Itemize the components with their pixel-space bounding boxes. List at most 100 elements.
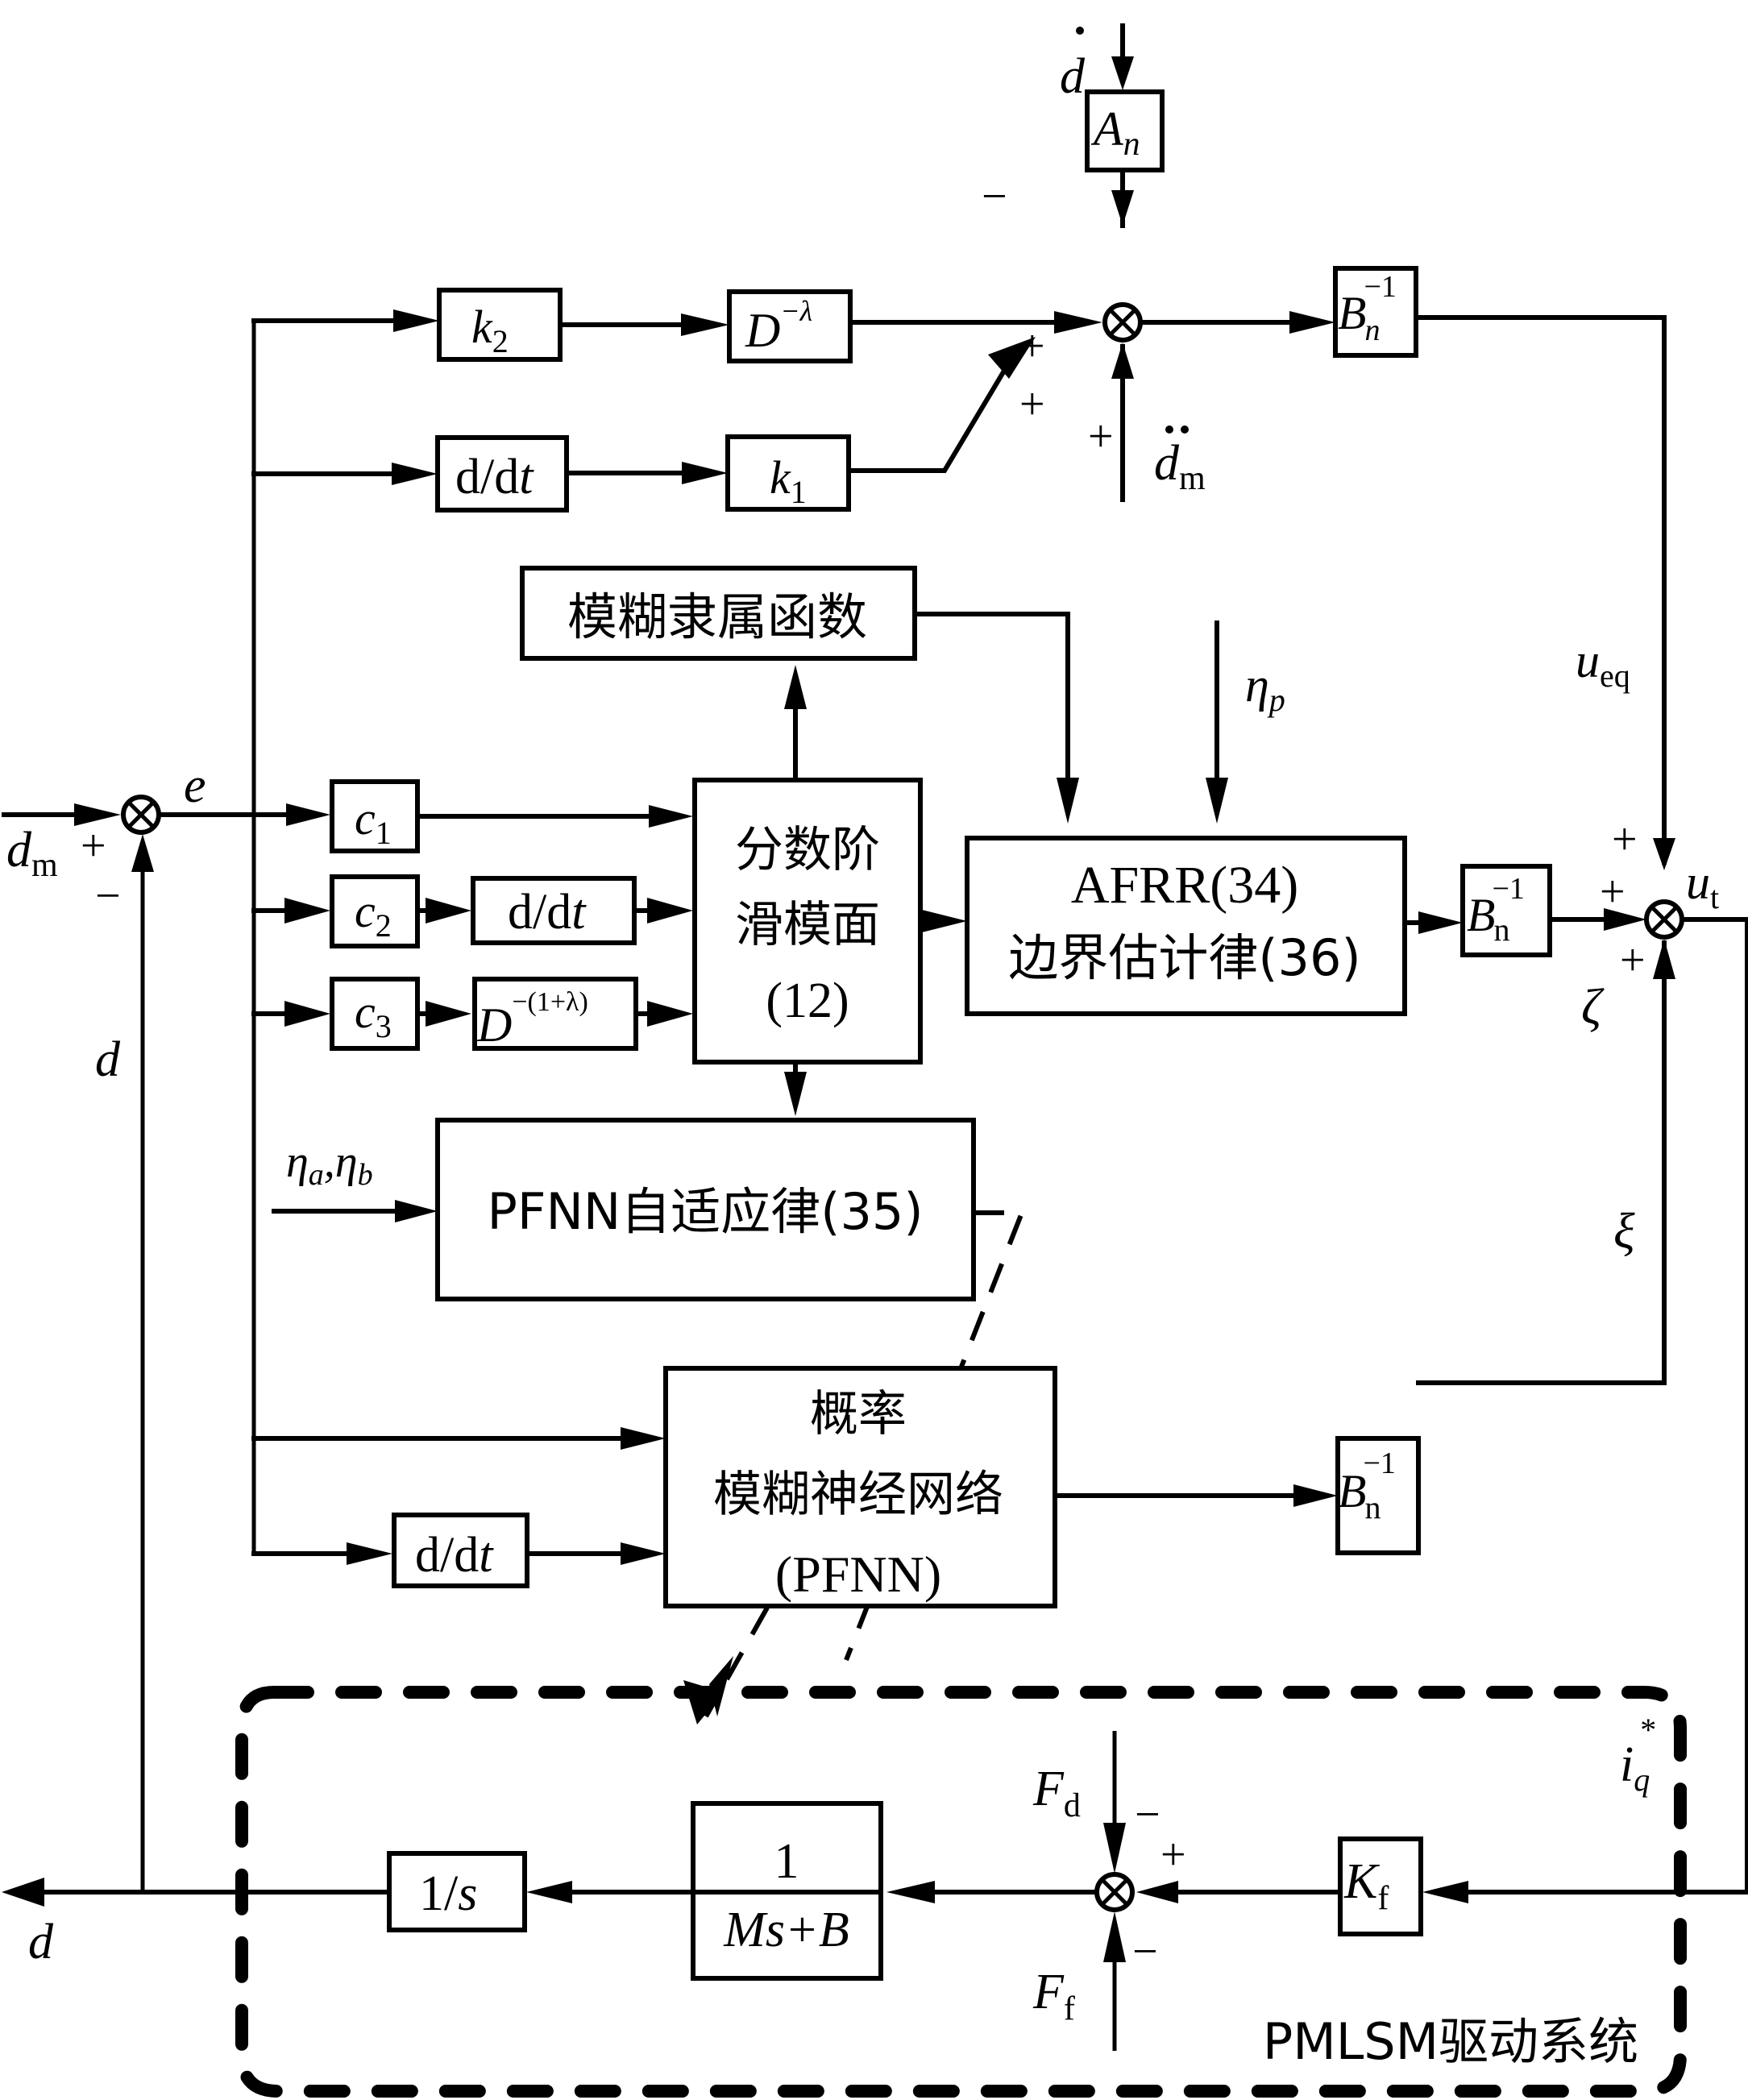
block-ddt-mid-label: d/dt: [508, 885, 587, 940]
arrow-fuzzy-to-afrr: [1057, 778, 1079, 824]
dot-accent-dm-1: [1165, 425, 1173, 434]
arrow-An-to-sum1: [1111, 190, 1134, 226]
arrow-fosmc-to-afrr: [922, 910, 967, 932]
block-d-neg-lambda-label: D−λ: [745, 295, 812, 357]
plant-denominator: Ms+B: [723, 1903, 849, 1957]
pfnn-line3: (PFNN): [775, 1546, 941, 1603]
arrow-dfrac-to-fosmc: [647, 1001, 693, 1027]
wire-xi: [1416, 940, 1667, 1385]
arrow-ueq-to-sum2: [1653, 838, 1675, 870]
signal-eta-ab: ηa,ηb: [286, 1137, 373, 1192]
block-integrator: [387, 1851, 527, 1932]
block-d-frac-label: D−(1+λ): [476, 987, 588, 1052]
arrow-to-k2: [393, 309, 439, 332]
arrow-Ff: [1103, 1911, 1126, 1962]
arrow-to-integrator: [526, 1881, 572, 1903]
signal-xi: ξ: [1613, 1204, 1635, 1259]
signal-Fd: Fd: [1032, 1762, 1081, 1824]
fo-sliding-surface-line3: (12): [766, 973, 849, 1028]
arrow-c3-to-dfrac: [426, 1001, 471, 1027]
dot-accent-dm-2: [1181, 425, 1189, 434]
sum-junction-force: [1094, 1872, 1135, 1912]
arrow-c2-to-ddt: [426, 898, 471, 923]
arrow-to-sum1-left: [1054, 311, 1102, 334]
signal-ut: ut: [1686, 856, 1719, 915]
block-ddt-bottom: [392, 1513, 529, 1588]
arrow-Kf-to-sum3: [1136, 1881, 1178, 1903]
block-pfnn-adaptive-law: [435, 1118, 976, 1301]
arrow-to-An: [1111, 56, 1134, 90]
sign-minus-feedback: −: [95, 871, 121, 921]
arrow-to-fuzzy: [784, 665, 807, 709]
arrow-pfnn-to-Bn: [1293, 1484, 1338, 1507]
sum-junction-ut: [1644, 899, 1684, 940]
wire-k1-to-sum1: [846, 355, 1015, 473]
block-Kf: [1338, 1836, 1423, 1936]
signal-e: e: [184, 758, 206, 813]
sign-plus-dm: +: [1088, 412, 1114, 462]
arrow-to-Dlambda: [681, 313, 729, 336]
sign-minus-Fd: −: [1135, 1790, 1160, 1840]
sign-plus-xi: +: [1620, 936, 1646, 986]
arrow-ddt-to-fosmc: [647, 898, 693, 923]
wire-ueq: [1414, 315, 1667, 865]
block-afrr: [965, 836, 1407, 1016]
block-ddt-top-label: d/dt: [455, 450, 534, 504]
arrow-c1-to-fosmc: [649, 805, 693, 828]
arrow-Fd: [1103, 1823, 1126, 1874]
arrow-iq-to-Kf: [1422, 1881, 1468, 1903]
afrr-line1: AFRR(34): [1071, 856, 1298, 915]
signal-Ff: Ff: [1032, 1965, 1075, 2027]
arrow-fosmc-to-adapt: [784, 1072, 807, 1116]
sign-plus-afrr: +: [1600, 867, 1626, 917]
block-Kf-label: Kf: [1343, 1854, 1389, 1917]
arrow-to-Bn-top: [1289, 311, 1335, 334]
block-d-neg-lambda: [727, 289, 853, 363]
sign-plus-dm-input: +: [81, 821, 106, 871]
arrow-to-ddt-top: [392, 463, 438, 485]
block-An-label: An: [1090, 102, 1140, 163]
fuzzy-membership-label: 模糊隶属函数: [567, 587, 867, 646]
block-c2: [330, 874, 420, 948]
signal-zeta: ζ: [1581, 980, 1605, 1035]
block-Bn-mid-label: Bn−1: [1467, 872, 1525, 948]
signal-eta-p: ηp: [1245, 658, 1285, 718]
fo-sliding-surface-line1: 分数阶: [735, 822, 880, 878]
signal-d-dot: d: [1060, 49, 1086, 104]
wire-fuzzy-to-afrr: [912, 612, 1070, 792]
dot-accent-d: [1076, 27, 1084, 35]
arrow-to-k1: [682, 462, 728, 484]
arrow-ddt-to-pfnn: [621, 1542, 666, 1565]
signal-ueq: ueq: [1576, 634, 1630, 694]
block-k1: [725, 434, 851, 512]
block-k1-label: k1: [770, 451, 807, 510]
arrow-afrr-to-Bn: [1418, 911, 1463, 934]
block-d-frac: [472, 977, 638, 1051]
block-Bn-bottom: [1335, 1436, 1421, 1555]
arrow-to-sum1-diag: [988, 337, 1036, 379]
block-integrator-label: 1/s: [419, 1866, 477, 1921]
block-Bn-bottom-label: Bn−1: [1338, 1446, 1396, 1525]
arrow-dm-ddot: [1111, 342, 1134, 379]
plant-numerator: 1: [774, 1834, 799, 1889]
arrow-feedback-to-sum0: [131, 834, 154, 872]
sign-plus-Kf: +: [1160, 1830, 1186, 1880]
block-pfnn: [663, 1366, 1057, 1608]
arrow-to-pfnn-e: [621, 1427, 666, 1450]
sign-minus-Ff: −: [1132, 1927, 1158, 1977]
block-fuzzy-membership: [520, 566, 917, 661]
arrow-to-plant: [886, 1881, 935, 1903]
sum-junction-error: [121, 795, 161, 835]
arrow-to-c1: [286, 803, 330, 826]
pfnn-line1: 概率: [810, 1386, 907, 1442]
signal-iq-star: iq*: [1620, 1712, 1656, 1798]
pfnn-adaptive-law-label: PFNN自适应律(35): [487, 1182, 923, 1241]
sign-plus-diag: +: [1019, 380, 1045, 430]
arrow-to-c2: [284, 898, 330, 923]
sum-junction-top: [1102, 302, 1143, 342]
pmlsm-subsystem-label: PMLSM驱动系统: [1263, 2012, 1638, 2071]
block-ddt-bottom-label: d/dt: [415, 1528, 494, 1583]
arrow-dm-to-sum0: [74, 803, 121, 826]
arrow-Bn-to-sum2: [1604, 908, 1646, 931]
